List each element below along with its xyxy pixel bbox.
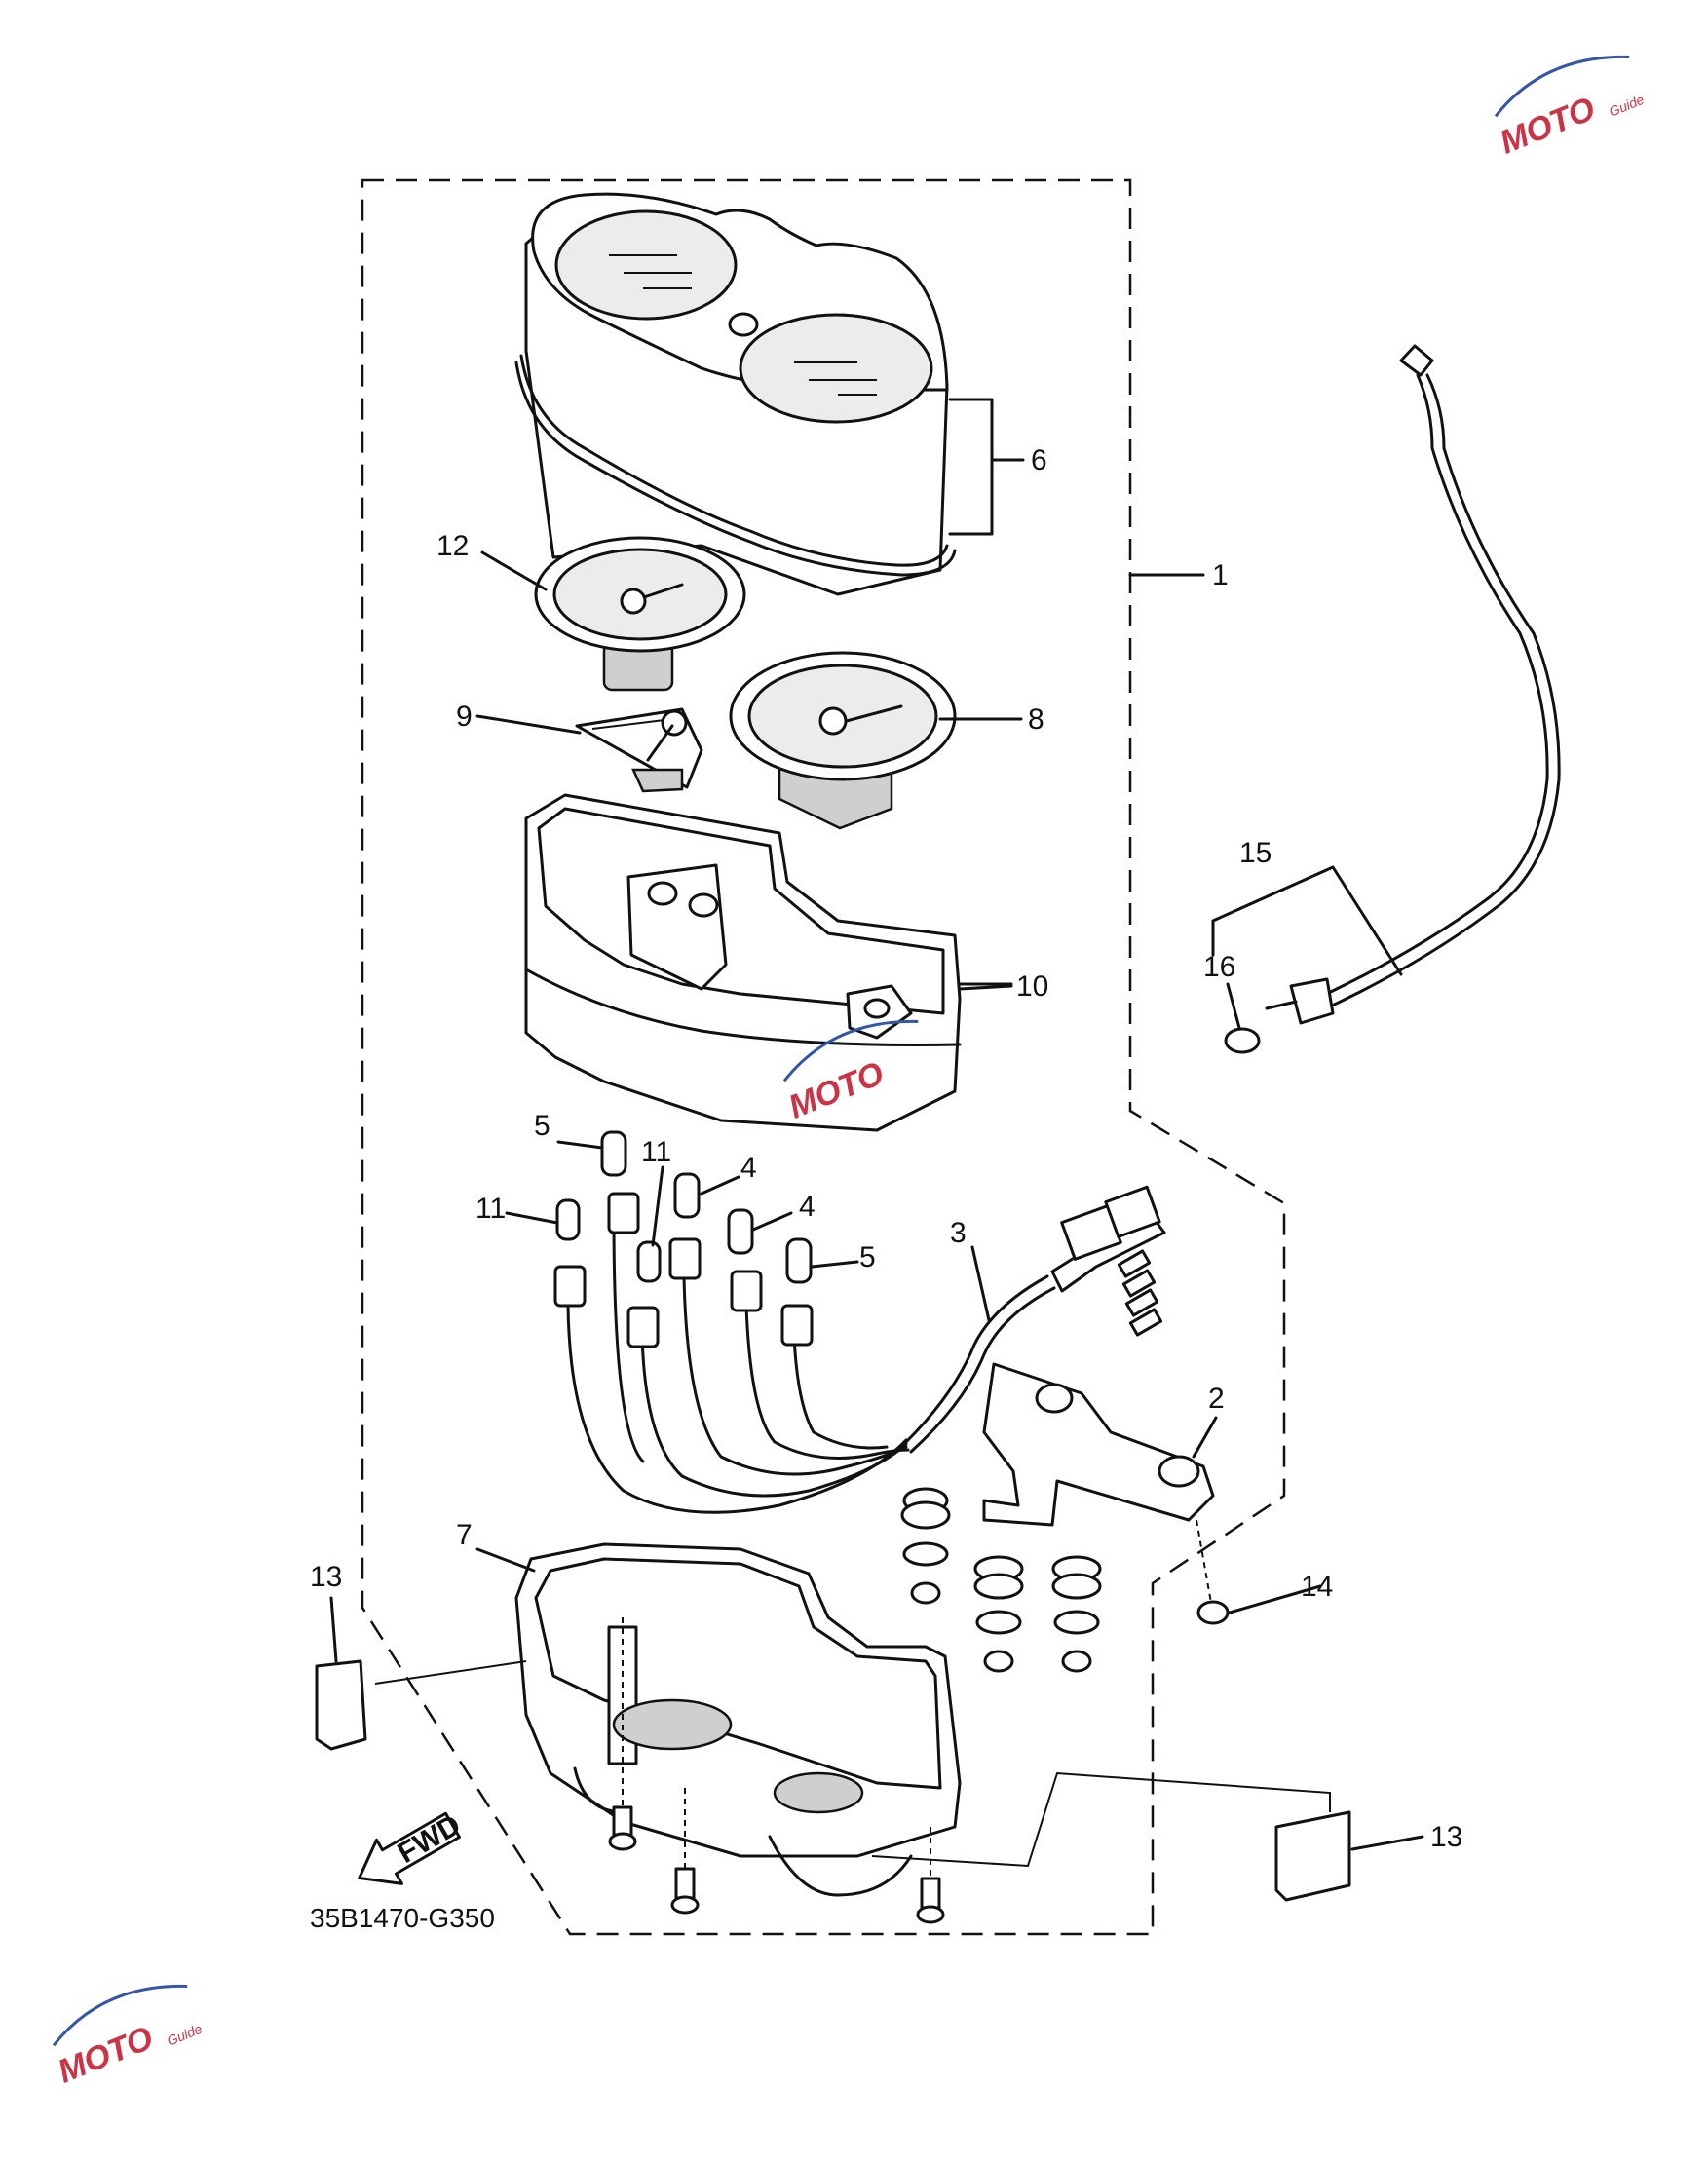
bands bbox=[315, 1659, 1351, 1902]
callout-16: 16 bbox=[1203, 951, 1235, 983]
callout-4b: 4 bbox=[799, 1191, 816, 1223]
callout-5b: 5 bbox=[859, 1241, 876, 1273]
callout-8: 8 bbox=[1028, 703, 1044, 736]
screws bbox=[608, 1617, 945, 1924]
callout-11b: 11 bbox=[475, 1193, 506, 1225]
forward-arrow: FWD bbox=[358, 1808, 467, 1885]
callout-2: 2 bbox=[1208, 1383, 1225, 1415]
watermark-top-right: MOTO Guide bbox=[1494, 55, 1647, 162]
callout-13b: 13 bbox=[1430, 1821, 1462, 1853]
callout-6: 6 bbox=[1031, 444, 1047, 476]
callout-11a: 11 bbox=[641, 1136, 671, 1168]
bulbs bbox=[555, 1130, 813, 1284]
fuel-gauge bbox=[575, 707, 703, 793]
meter-bracket bbox=[982, 1362, 1215, 1527]
callout-12: 12 bbox=[436, 530, 469, 562]
fwd-label: FWD bbox=[393, 1808, 467, 1870]
callout-9: 9 bbox=[456, 701, 473, 733]
svg-text:Guide: Guide bbox=[165, 2021, 205, 2049]
meter-case bbox=[524, 793, 1013, 1132]
svg-text:Guide: Guide bbox=[1607, 92, 1647, 120]
callout-1: 1 bbox=[1212, 559, 1229, 591]
callout-4a: 4 bbox=[740, 1152, 757, 1184]
meter-upper-cover bbox=[514, 192, 994, 596]
dampers-washers-nuts bbox=[900, 1487, 1230, 1673]
wire-harness bbox=[553, 1185, 1166, 1514]
callout-15: 15 bbox=[1239, 837, 1272, 869]
drawing-code: 35B1470-G350 bbox=[310, 1903, 495, 1933]
callout-13a: 13 bbox=[310, 1561, 342, 1593]
callout-10: 10 bbox=[1016, 970, 1048, 1003]
meter-lower-case bbox=[514, 1542, 962, 1897]
callout-7: 7 bbox=[456, 1519, 473, 1551]
leader-lines bbox=[329, 458, 1424, 1851]
tachometer bbox=[534, 536, 746, 692]
assembly-boundary bbox=[361, 178, 1286, 1936]
callout-14: 14 bbox=[1301, 1571, 1333, 1603]
callout-5a: 5 bbox=[534, 1110, 550, 1142]
speedometer bbox=[729, 651, 957, 830]
speedometer-cable bbox=[1224, 344, 1561, 1054]
watermark-bottom-left: MOTO Guide bbox=[52, 1984, 205, 2091]
callout-3: 3 bbox=[950, 1217, 967, 1249]
